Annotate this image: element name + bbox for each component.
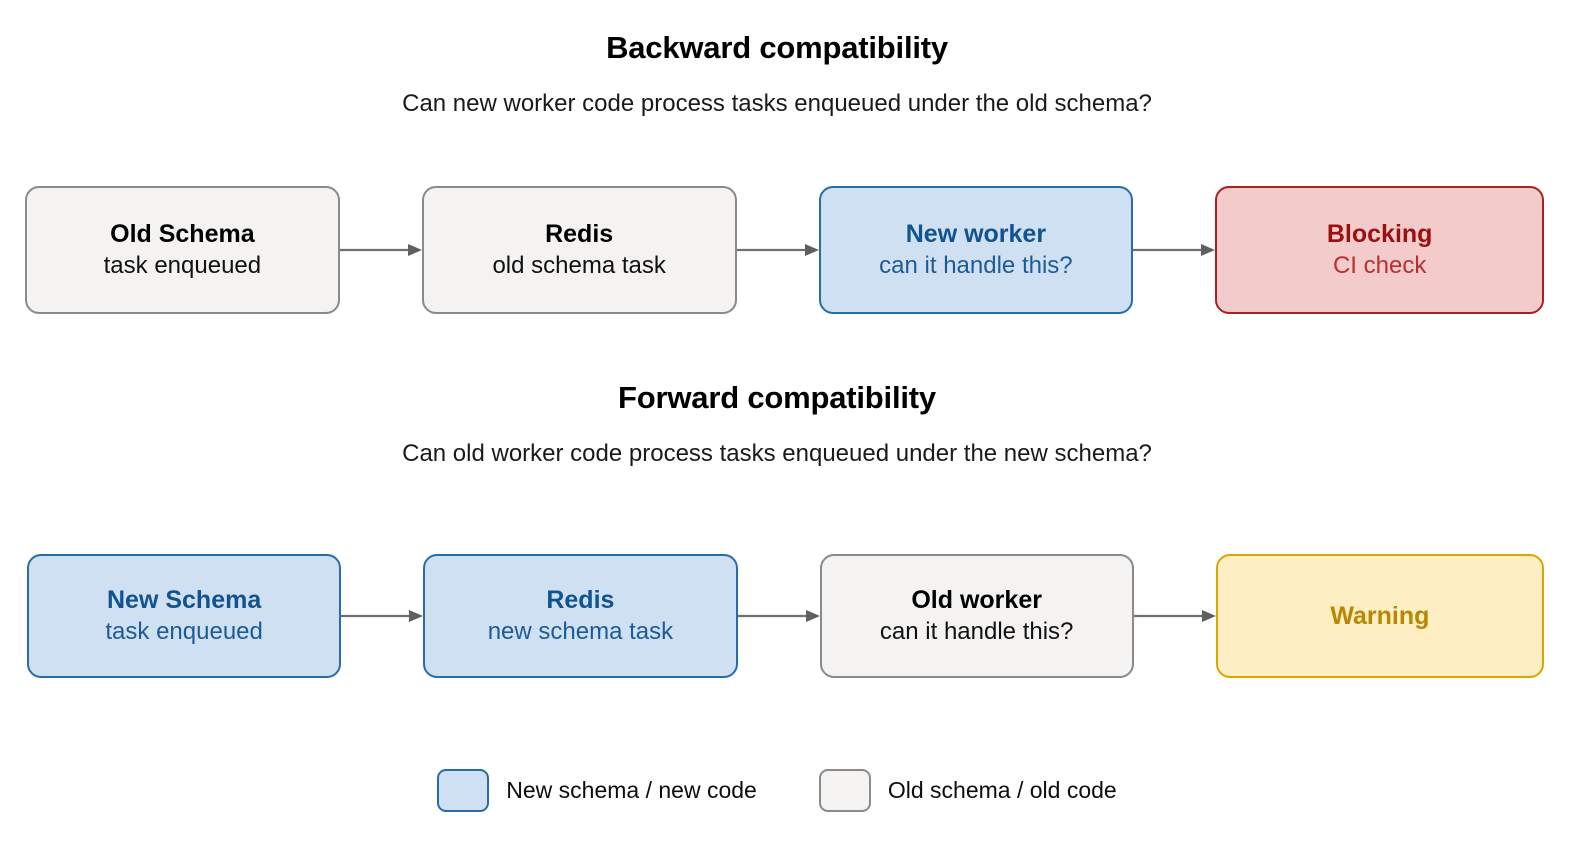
- connector-3: [1133, 186, 1216, 314]
- node-title: Old worker: [911, 586, 1042, 614]
- node-subtitle: old schema task: [492, 252, 666, 279]
- legend-label-old-schema: Old schema / old code: [887, 777, 1117, 803]
- legend-label-new-schema: New schema / new code: [506, 777, 757, 803]
- node-title: Old Schema: [110, 220, 255, 248]
- connector-6: [1133, 554, 1216, 678]
- legend: New schema / new code Old schema / old c…: [0, 769, 1554, 812]
- connector-2: [736, 186, 819, 314]
- node-new-worker[interactable]: New worker can it handle this?: [818, 186, 1134, 314]
- arrow-right-icon: [341, 608, 424, 624]
- connector-4: [341, 554, 424, 678]
- connector-5: [737, 554, 820, 678]
- node-subtitle: CI check: [1332, 252, 1427, 279]
- node-warning[interactable]: Warning: [1215, 554, 1544, 678]
- forward-section-subtitle: Can old worker code process tasks enqueu…: [402, 440, 1152, 467]
- node-redis-old[interactable]: Redis old schema task: [421, 186, 737, 314]
- legend-item-old: Old schema / old code: [818, 769, 1117, 812]
- node-title: Redis: [546, 586, 615, 614]
- arrow-right-icon: [339, 242, 422, 258]
- node-redis-new[interactable]: Redis new schema task: [423, 554, 738, 678]
- node-new-schema[interactable]: New Schema task enqueued: [27, 554, 342, 678]
- node-old-schema[interactable]: Old Schema task enqueued: [25, 186, 340, 314]
- node-subtitle: new schema task: [487, 618, 674, 645]
- legend-swatch-old-schema: [818, 769, 871, 812]
- node-subtitle: task enqueued: [103, 252, 262, 279]
- node-blocking-ci[interactable]: Blocking CI check: [1215, 186, 1544, 314]
- node-title: New worker: [905, 220, 1047, 248]
- node-subtitle: task enqueued: [105, 618, 263, 645]
- backward-section-subtitle: Can new worker code process tasks enqueu…: [402, 90, 1152, 117]
- arrow-right-icon: [1133, 242, 1216, 258]
- node-title: New Schema: [107, 586, 262, 614]
- node-title: Warning: [1330, 602, 1430, 630]
- backward-section-title: Backward compatibility: [606, 30, 948, 65]
- node-subtitle: can it handle this?: [879, 252, 1073, 279]
- node-title: Blocking: [1326, 220, 1433, 248]
- arrow-right-icon: [736, 242, 819, 258]
- forward-section-title: Forward compatibility: [618, 380, 936, 415]
- node-old-worker[interactable]: Old worker can it handle this?: [819, 554, 1134, 678]
- arrow-right-icon: [1133, 608, 1216, 624]
- arrow-right-icon: [737, 608, 820, 624]
- node-subtitle: can it handle this?: [879, 618, 1074, 645]
- legend-item-new: New schema / new code: [437, 769, 757, 812]
- forward-flow-row: New Schema task enqueued Redis new schem…: [27, 554, 1544, 678]
- connector-1: [339, 186, 422, 314]
- legend-swatch-new-schema: [437, 769, 490, 812]
- backward-flow-row: Old Schema task enqueued Redis old schem…: [25, 186, 1544, 314]
- node-title: Redis: [545, 220, 614, 248]
